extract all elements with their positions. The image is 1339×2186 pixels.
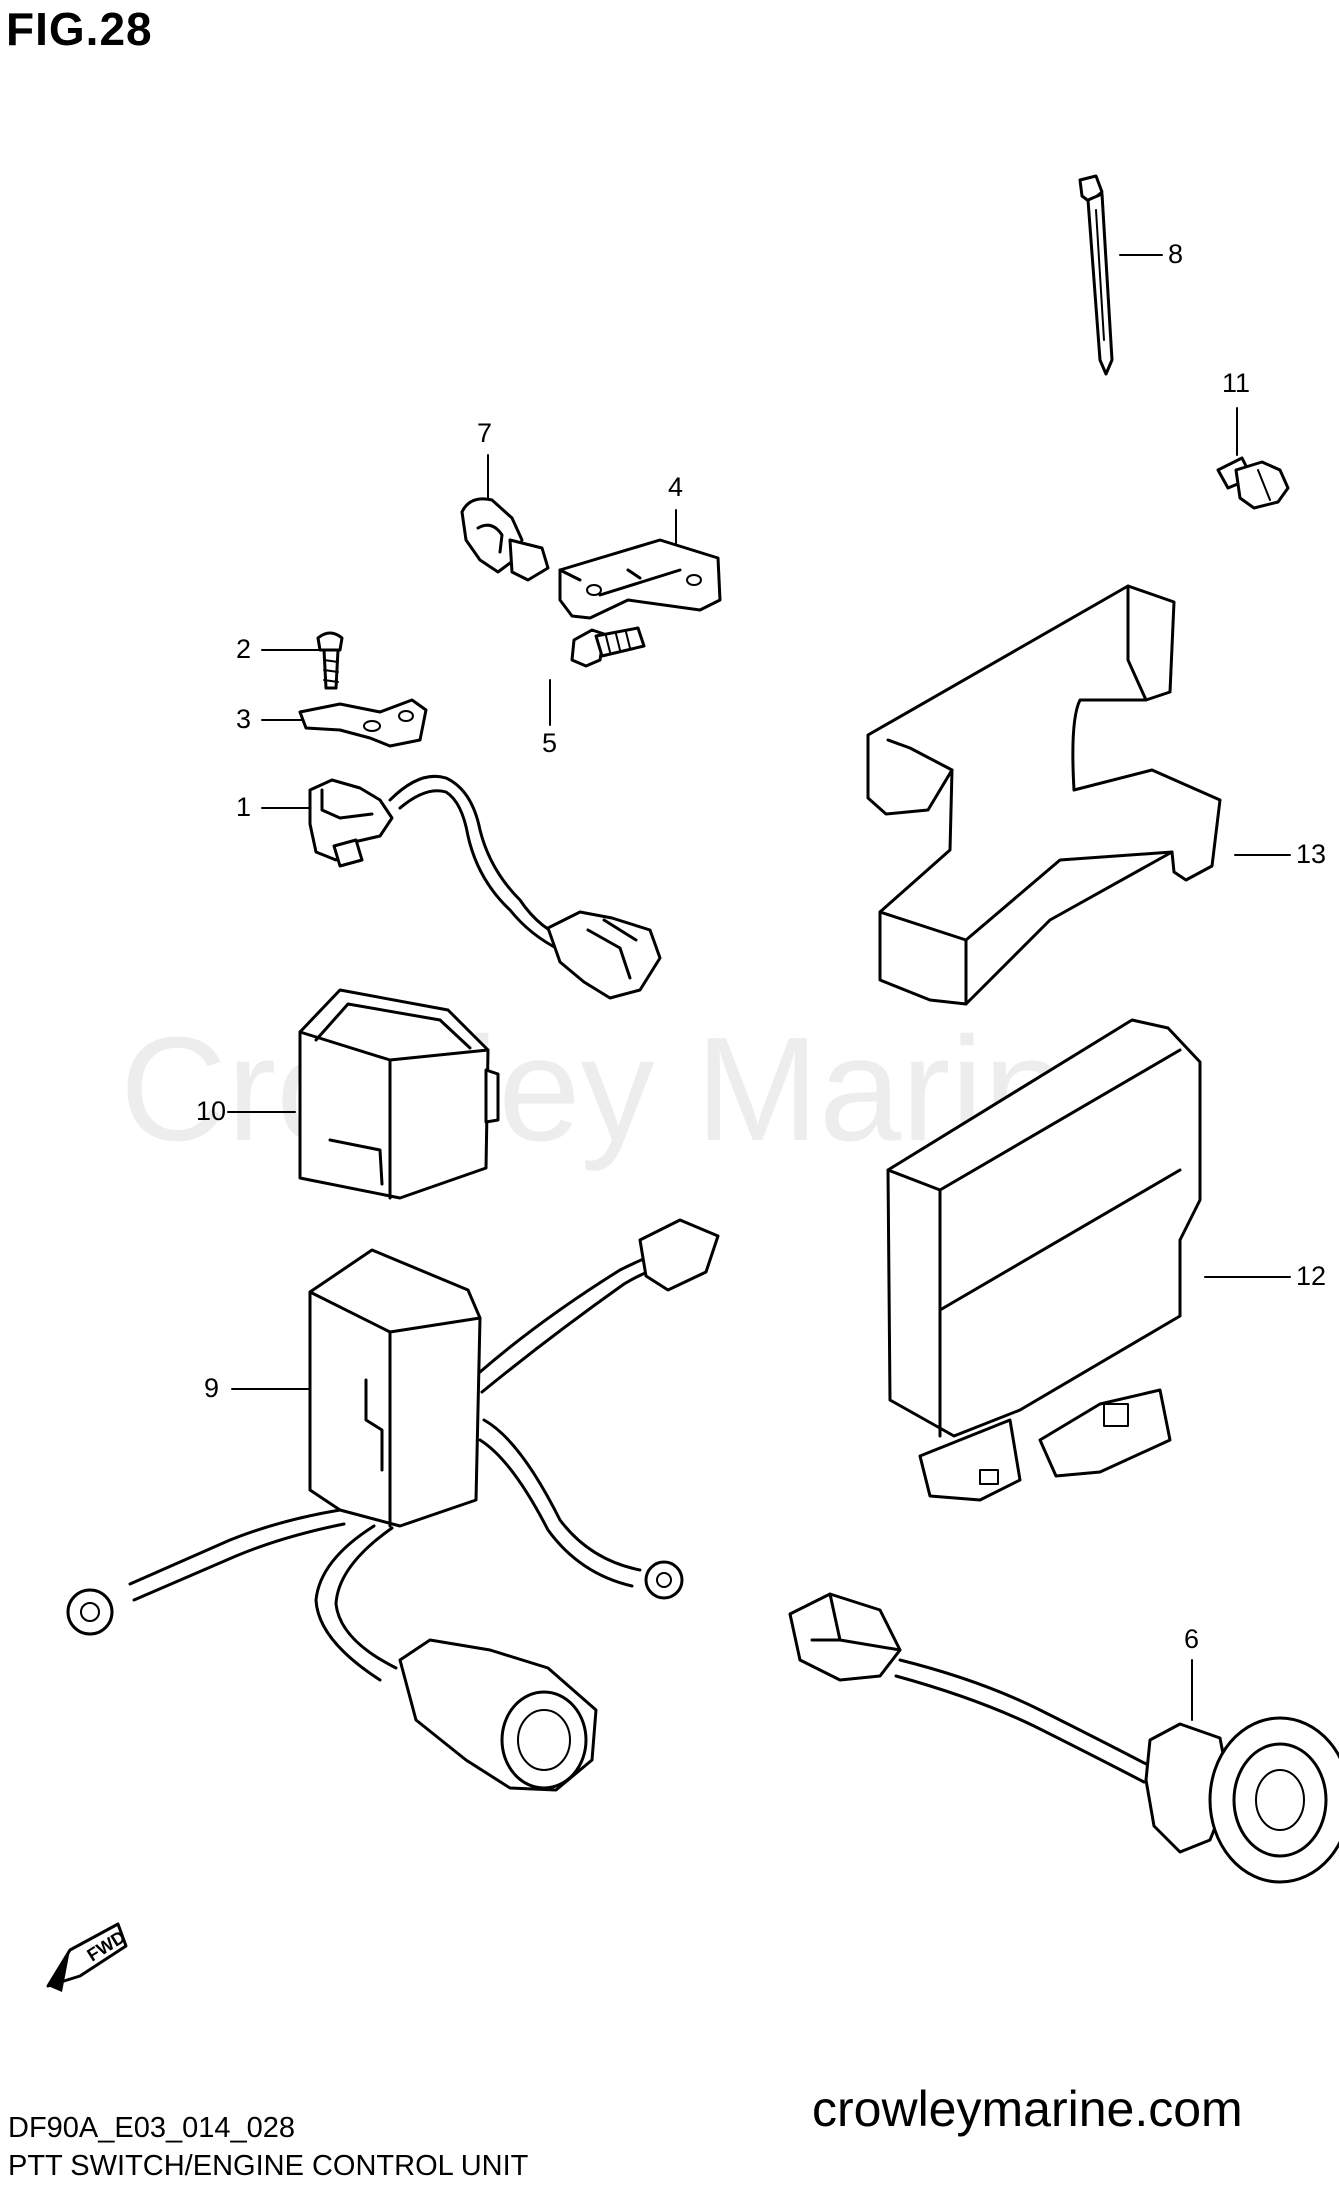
callout-8: 8 <box>1168 239 1184 269</box>
screw-part-5 <box>570 626 646 668</box>
callout-9: 9 <box>204 1373 220 1403</box>
callout-3: 3 <box>236 704 252 734</box>
cable-tie-part-8 <box>1078 174 1114 376</box>
callout-6: 6 <box>1184 1624 1200 1654</box>
callout-7: 7 <box>477 418 493 448</box>
cover-part-10 <box>298 988 500 1200</box>
sensor-part-1 <box>308 774 662 1000</box>
callout-11: 11 <box>1222 368 1251 398</box>
bolt-part-11 <box>1216 456 1290 510</box>
clamp-part-7 <box>460 497 550 582</box>
holder-part-13 <box>866 584 1222 1006</box>
fwd-arrow-icon <box>46 1922 128 1992</box>
leader-lines <box>227 254 1291 1721</box>
callout-10: 10 <box>196 1096 227 1126</box>
callout-1: 1 <box>236 792 252 822</box>
diagram-code: DF90A_E03_014_028 <box>8 2112 296 2144</box>
diagram-name: PTT SWITCH/ENGINE CONTROL UNIT <box>8 2150 529 2182</box>
switch-part-6 <box>788 1592 1339 1884</box>
callout-13: 13 <box>1296 839 1327 869</box>
figure-title: FIG.28 <box>6 3 153 55</box>
callout-5: 5 <box>542 728 558 758</box>
callout-12: 12 <box>1296 1261 1327 1291</box>
bracket-part-4 <box>558 538 722 620</box>
callout-4: 4 <box>668 472 684 502</box>
plate-part-3 <box>298 698 428 748</box>
relay-part-9 <box>66 1218 720 1792</box>
callout-2: 2 <box>236 634 252 664</box>
ecu-part-12 <box>886 1018 1202 1502</box>
screw-part-2 <box>316 631 344 690</box>
website-label: crowleymarine.com <box>812 2081 1243 2137</box>
